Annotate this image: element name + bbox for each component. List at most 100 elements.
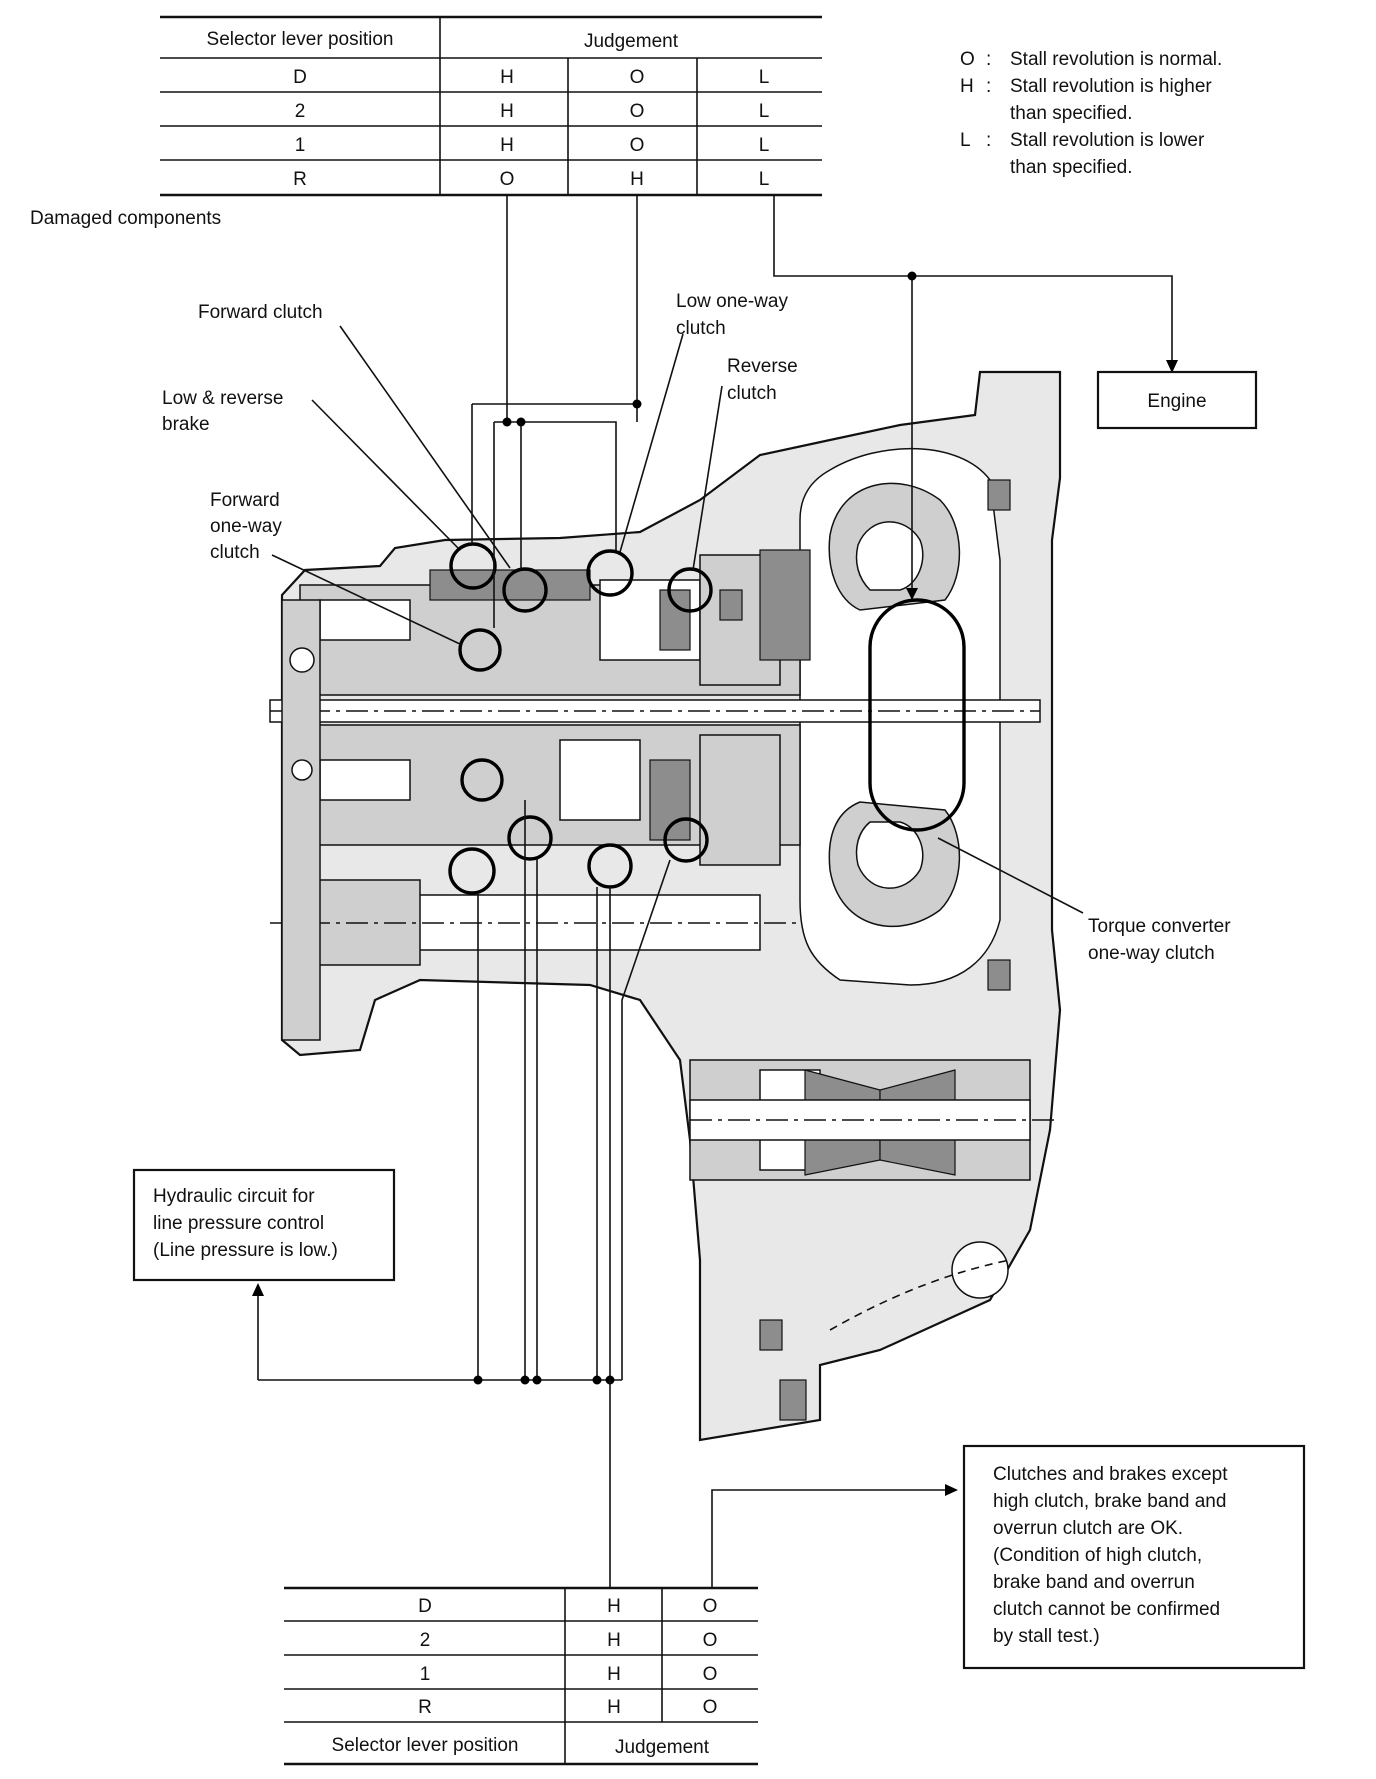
legend-text: Stall revolution is lower [1010, 130, 1205, 151]
leader-line [339, 325, 511, 569]
bottom-table-cell: H [607, 1697, 621, 1718]
bottom-table-row-position: D [418, 1596, 432, 1617]
final-gear-bearing [951, 1241, 1009, 1299]
low-one-way-clutch-label: Low one-way [676, 291, 788, 312]
bottom-table-cell: H [607, 1596, 621, 1617]
low-reverse-brake-label: Low & reverse [162, 388, 283, 409]
engine-label: Engine [1147, 391, 1206, 412]
clutches-ok-label: high clutch, brake band and [993, 1491, 1226, 1512]
low-reverse-brake-label: brake [162, 414, 210, 435]
transmission-cross-section [269, 370, 1062, 1442]
top-table-cell: O [630, 101, 645, 122]
bottom-table-cell: O [703, 1697, 718, 1718]
arrow-head [1166, 360, 1178, 373]
turbine-upper [855, 521, 924, 591]
junction-dot [592, 1375, 602, 1385]
top-table-cell: H [630, 169, 644, 190]
junction-dot [907, 271, 917, 281]
end-cover-bolt [291, 759, 313, 781]
leader-line [311, 399, 459, 549]
junction-dot [473, 1375, 483, 1385]
reverse-clutch-label: clutch [727, 383, 777, 404]
top-judgement-table: Selector lever position Judgement D H O … [160, 15, 822, 197]
case-bolt [759, 1319, 783, 1351]
torque-converter-one-way-clutch-ring [868, 598, 966, 832]
clutches-ok-label: clutch cannot be confirmed [993, 1599, 1220, 1620]
bottom-table-row-position: 1 [420, 1664, 431, 1685]
bottom-table-footer-position: Selector lever position [332, 1735, 519, 1756]
damaged-components-label: Damaged components [30, 208, 221, 229]
torque-converter-one-way-clutch-label: one-way clutch [1088, 943, 1215, 964]
junction-dot [502, 417, 512, 427]
arrow-head [945, 1484, 958, 1496]
hydraulic-circuit-label: line pressure control [153, 1213, 324, 1234]
top-table-row-position: R [293, 169, 307, 190]
connector-line [773, 195, 1173, 368]
leader-line [937, 837, 1084, 914]
top-table-cell: O [630, 135, 645, 156]
top-table-cell: O [630, 67, 645, 88]
top-table-row-position: D [293, 67, 307, 88]
legend-colon: : [986, 49, 991, 70]
low-reverse-brake-ring [449, 542, 497, 590]
legend-text: than specified. [1010, 103, 1133, 124]
torque-converter-one-way-clutch-label: Torque converter [1088, 916, 1231, 937]
leader-line [692, 385, 723, 571]
connector-line [711, 1489, 952, 1588]
bottom-table-cell: O [703, 1664, 718, 1685]
forward-clutch-label: Forward clutch [198, 302, 323, 323]
component-labels: Forward clutch Low & reverse brake Forwa… [132, 291, 1306, 1670]
top-table-cell: L [759, 67, 770, 88]
legend: O : Stall revolution is normal. H : Stal… [960, 49, 1222, 178]
case-bolt [719, 589, 743, 621]
junction-dot [632, 399, 642, 409]
top-table-cell: H [500, 67, 514, 88]
connector-line [472, 403, 638, 422]
low-one-way-clutch-label: clutch [676, 318, 726, 339]
bottom-table-cell: O [703, 1596, 718, 1617]
pump-housing [759, 549, 811, 661]
legend-symbol: H [960, 76, 974, 97]
forward-one-way-clutch-ring [458, 628, 502, 672]
top-table-row-position: 2 [295, 101, 306, 122]
top-table-row-position: 1 [295, 135, 306, 156]
leader-line [271, 554, 463, 646]
bottom-table-row-position: R [418, 1697, 432, 1718]
bottom-table-cell: H [607, 1664, 621, 1685]
junction-dot [516, 417, 526, 427]
turbine-lower [855, 821, 924, 889]
legend-text: than specified. [1010, 157, 1133, 178]
low-reverse-brake-ring-lower [448, 847, 496, 895]
junction-dot [532, 1375, 542, 1385]
leader-line [619, 333, 684, 553]
reverse-clutch-label: Reverse [727, 356, 798, 377]
reverse-clutch-ring-lower [663, 817, 709, 863]
top-table-cell: H [500, 101, 514, 122]
top-table-header-judgement: Judgement [584, 31, 679, 52]
hydraulic-circuit-label: Hydraulic circuit for [153, 1186, 315, 1207]
top-table-cell: O [500, 169, 515, 190]
bottom-table-footer-judgement: Judgement [615, 1737, 710, 1758]
legend-symbol: L [960, 130, 971, 151]
legend-symbol: O [960, 49, 975, 70]
arrow-head [252, 1283, 264, 1296]
oil-pump-lower [699, 734, 781, 866]
forward-one-way-clutch-ring-lower [460, 758, 504, 802]
connector-lines [252, 195, 1178, 1588]
case-bolt [779, 1379, 807, 1421]
forward-one-way-clutch-label: Forward [210, 490, 280, 511]
legend-text: Stall revolution is higher [1010, 76, 1212, 97]
junction-dot [520, 1375, 530, 1385]
bottom-judgement-table: D H O 2 H O 1 H O R H O Selector lever p… [284, 1586, 758, 1766]
reverse-clutch-ring [667, 567, 713, 613]
top-table-cell: L [759, 135, 770, 156]
clutches-ok-label: by stall test.) [993, 1626, 1100, 1647]
case-bolt [987, 959, 1011, 991]
oil-flow-dashed-path [829, 1259, 1011, 1331]
top-table-header-position: Selector lever position [207, 29, 394, 50]
hydraulic-circuit-box [132, 1168, 396, 1282]
legend-colon: : [986, 76, 991, 97]
gear-housing-rect [319, 759, 411, 801]
hydraulic-circuit-label: (Line pressure is low.) [153, 1240, 338, 1261]
